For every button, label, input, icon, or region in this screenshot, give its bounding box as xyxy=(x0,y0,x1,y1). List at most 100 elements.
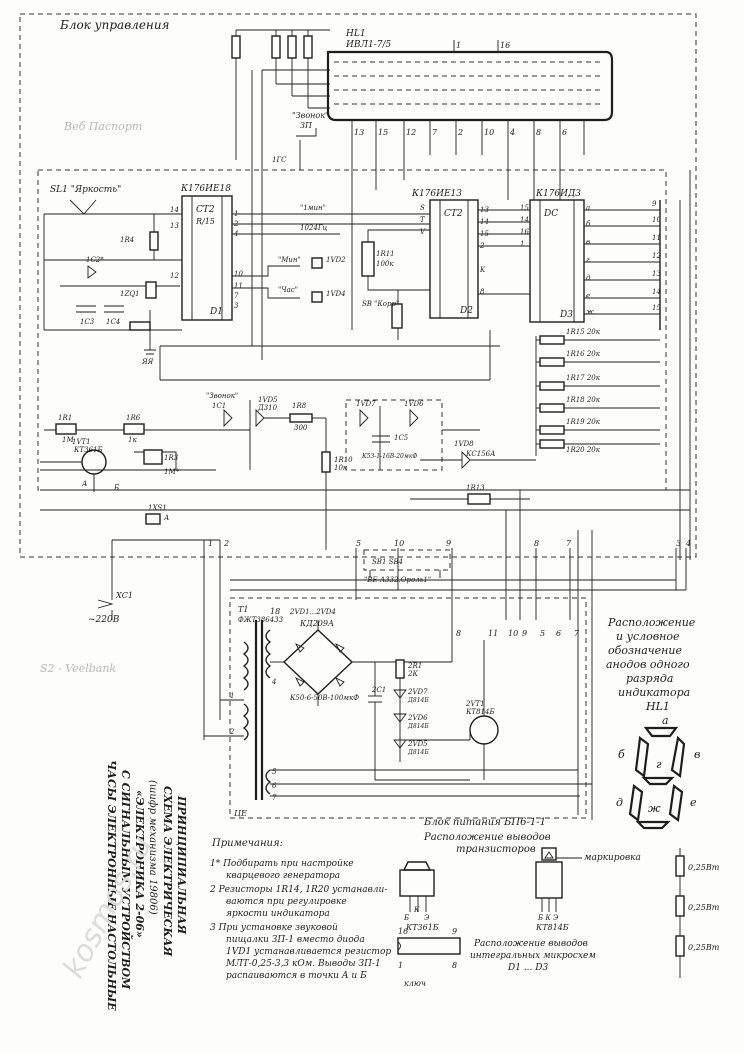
svg-text:10: 10 xyxy=(484,128,494,137)
svg-text:ваются при регулировке: ваются при регулировке xyxy=(226,897,347,907)
svg-text:5: 5 xyxy=(272,768,277,776)
power-block-frame xyxy=(229,597,587,819)
svg-text:a: a xyxy=(586,204,590,212)
svg-text:12: 12 xyxy=(652,252,661,260)
svg-text:4: 4 xyxy=(271,678,276,686)
svg-text:1R18 20к: 1R18 20к xyxy=(566,396,601,404)
svg-text:К53-1-16В-20мкФ: К53-1-16В-20мкФ xyxy=(361,453,417,460)
ic-d2: К176ИЕ13 СТ2 D2 S T V 13 14 15 2 K 8 xyxy=(411,189,489,319)
svg-text:1R3: 1R3 xyxy=(164,454,179,462)
svg-text:1к: 1к xyxy=(128,436,137,444)
svg-text:ж: ж xyxy=(648,802,661,815)
svg-text:Э: Э xyxy=(424,914,429,922)
power-block-label: Блок питания БП6-1-1 xyxy=(423,817,546,828)
svg-text:1VD4: 1VD4 xyxy=(326,290,346,298)
svg-text:е: е xyxy=(690,796,697,809)
svg-text:Б: Б xyxy=(403,914,409,922)
top-resistor-bank xyxy=(231,29,330,160)
svg-text:1VT1: 1VT1 xyxy=(72,438,91,446)
svg-text:СТ2: СТ2 xyxy=(196,205,215,215)
sb-buttons: 1R11 100к SB "Корр" xyxy=(361,229,430,340)
svg-text:4: 4 xyxy=(685,539,691,548)
svg-text:1М: 1М xyxy=(62,436,74,444)
svg-text:ПРИНЦИПИАЛЬНАЯ: ПРИНЦИПИАЛЬНАЯ xyxy=(175,795,188,934)
svg-text:10: 10 xyxy=(234,270,243,278)
svg-text:кварцевого генератора: кварцевого генератора xyxy=(226,871,340,881)
svg-text:DC: DC xyxy=(543,209,558,219)
svg-text:1024Гц: 1024Гц xyxy=(300,224,327,232)
watermark-s2: S2 - Veelbank xyxy=(40,662,116,675)
power-transistor: 2VT1 КТ814Б 8 11 10 9 5 6 7 xyxy=(451,610,580,780)
svg-text:1R8: 1R8 xyxy=(292,402,307,410)
inset-title-5: разряда xyxy=(626,672,673,685)
buzzer-zp: "Звонок" ЗП 1ГС xyxy=(272,111,329,170)
svg-text:маркировка: маркировка xyxy=(584,853,641,863)
svg-text:ЧАСЫ ЭЛЕКТРОННЫЕ НАСТОЛЬНЫЕ: ЧАСЫ ЭЛЕКТРОННЫЕ НАСТОЛЬНЫЕ xyxy=(105,760,118,1011)
svg-text:1R4: 1R4 xyxy=(120,236,134,244)
svg-text:а: а xyxy=(662,714,669,727)
control-block-frame xyxy=(19,13,697,558)
svg-text:13: 13 xyxy=(354,128,364,137)
mains-input: 1XS1 А ХС1 ~220В 1 2 xyxy=(88,504,229,740)
hl1-pins: 13 15 12 7 2 10 4 8 6 xyxy=(351,120,585,155)
svg-text:7: 7 xyxy=(566,539,572,548)
svg-text:10: 10 xyxy=(394,539,404,548)
svg-text:2: 2 xyxy=(457,128,463,137)
ic-d3: К176ИД3 DC D3 15 14 16 1 a б в г д е ж xyxy=(520,189,594,323)
svg-text:14: 14 xyxy=(652,288,661,296)
svg-text:ж: ж xyxy=(586,308,594,316)
svg-text:1R15 20к: 1R15 20к xyxy=(566,328,601,336)
inset-title-3: обозначение xyxy=(608,644,682,657)
svg-text:0,25Вт: 0,25Вт xyxy=(688,943,720,952)
secondary-windings xyxy=(270,769,592,797)
inset-title-6: индикатора xyxy=(618,686,690,699)
hl1-type: ИВЛ1-7/5 xyxy=(345,40,391,50)
hl1-ref: HL1 xyxy=(345,29,366,39)
svg-text:K: K xyxy=(479,266,486,274)
svg-text:13: 13 xyxy=(652,270,661,278)
svg-text:в: в xyxy=(586,238,590,246)
svg-text:9: 9 xyxy=(452,927,457,936)
center-chain: "Звонок" 1С1 1VD5 Д310 1R8 300 1R10 10к xyxy=(206,392,353,550)
svg-text:д: д xyxy=(616,796,623,809)
inset-title-2: и условное xyxy=(616,630,680,643)
svg-text:транзисторов: транзисторов xyxy=(456,844,536,855)
svg-text:г: г xyxy=(586,256,590,264)
svg-text:5: 5 xyxy=(540,629,545,638)
svg-text:Б К Э: Б К Э xyxy=(537,914,558,922)
svg-text:D2: D2 xyxy=(459,306,473,316)
svg-text:"Звонок": "Звонок" xyxy=(292,111,329,120)
svg-text:КТ361Б: КТ361Б xyxy=(73,446,103,454)
svg-text:R/15: R/15 xyxy=(195,217,215,226)
svg-text:1: 1 xyxy=(398,961,403,970)
svg-text:1R10: 1R10 xyxy=(334,456,353,464)
svg-text:D3: D3 xyxy=(559,310,573,320)
svg-text:6: 6 xyxy=(562,128,567,137)
svg-text:1R1: 1R1 xyxy=(58,414,72,422)
ic-d1: К176ИЕ18 СТ2 R/15 D1 14 13 12 1 2 4 10 1… xyxy=(170,184,243,321)
svg-text:1ZQ1: 1ZQ1 xyxy=(120,290,140,298)
notes-block: Примечания: 1* Подбирать при настройке к… xyxy=(209,838,391,981)
svg-text:1R6: 1R6 xyxy=(126,414,141,422)
svg-text:СТ2: СТ2 xyxy=(444,209,463,219)
svg-text:А: А xyxy=(81,480,87,488)
svg-text:1ГС: 1ГС xyxy=(272,156,287,164)
svg-text:1VD5: 1VD5 xyxy=(258,396,278,404)
hl1-display: HL1 ИВЛ1-7/5 1 16 xyxy=(326,29,614,122)
svg-text:8: 8 xyxy=(480,288,485,296)
svg-text:Т1: Т1 xyxy=(238,605,248,614)
svg-text:К176ИД3: К176ИД3 xyxy=(535,189,581,199)
svg-text:"Звонок": "Звонок" xyxy=(206,392,238,400)
svg-text:2VD1...2VD4: 2VD1...2VD4 xyxy=(289,608,336,616)
svg-text:16: 16 xyxy=(500,41,510,50)
svg-text:2: 2 xyxy=(229,728,235,736)
svg-text:г: г xyxy=(656,758,662,771)
svg-text:Б: Б xyxy=(113,484,119,492)
svg-text:1R16 20к: 1R16 20к xyxy=(566,350,601,358)
svg-text:1R17 20к: 1R17 20к xyxy=(566,374,601,382)
svg-text:б: б xyxy=(618,748,625,761)
svg-text:1* Подбирать при настройке: 1* Подбирать при настройке xyxy=(210,858,354,869)
left-oscillator: SL1 "Яркость" 1R4 1C2* 1ZQ1 1С3 1С4 ЯЯ xyxy=(43,185,182,366)
svg-text:1С1: 1С1 xyxy=(212,402,226,410)
